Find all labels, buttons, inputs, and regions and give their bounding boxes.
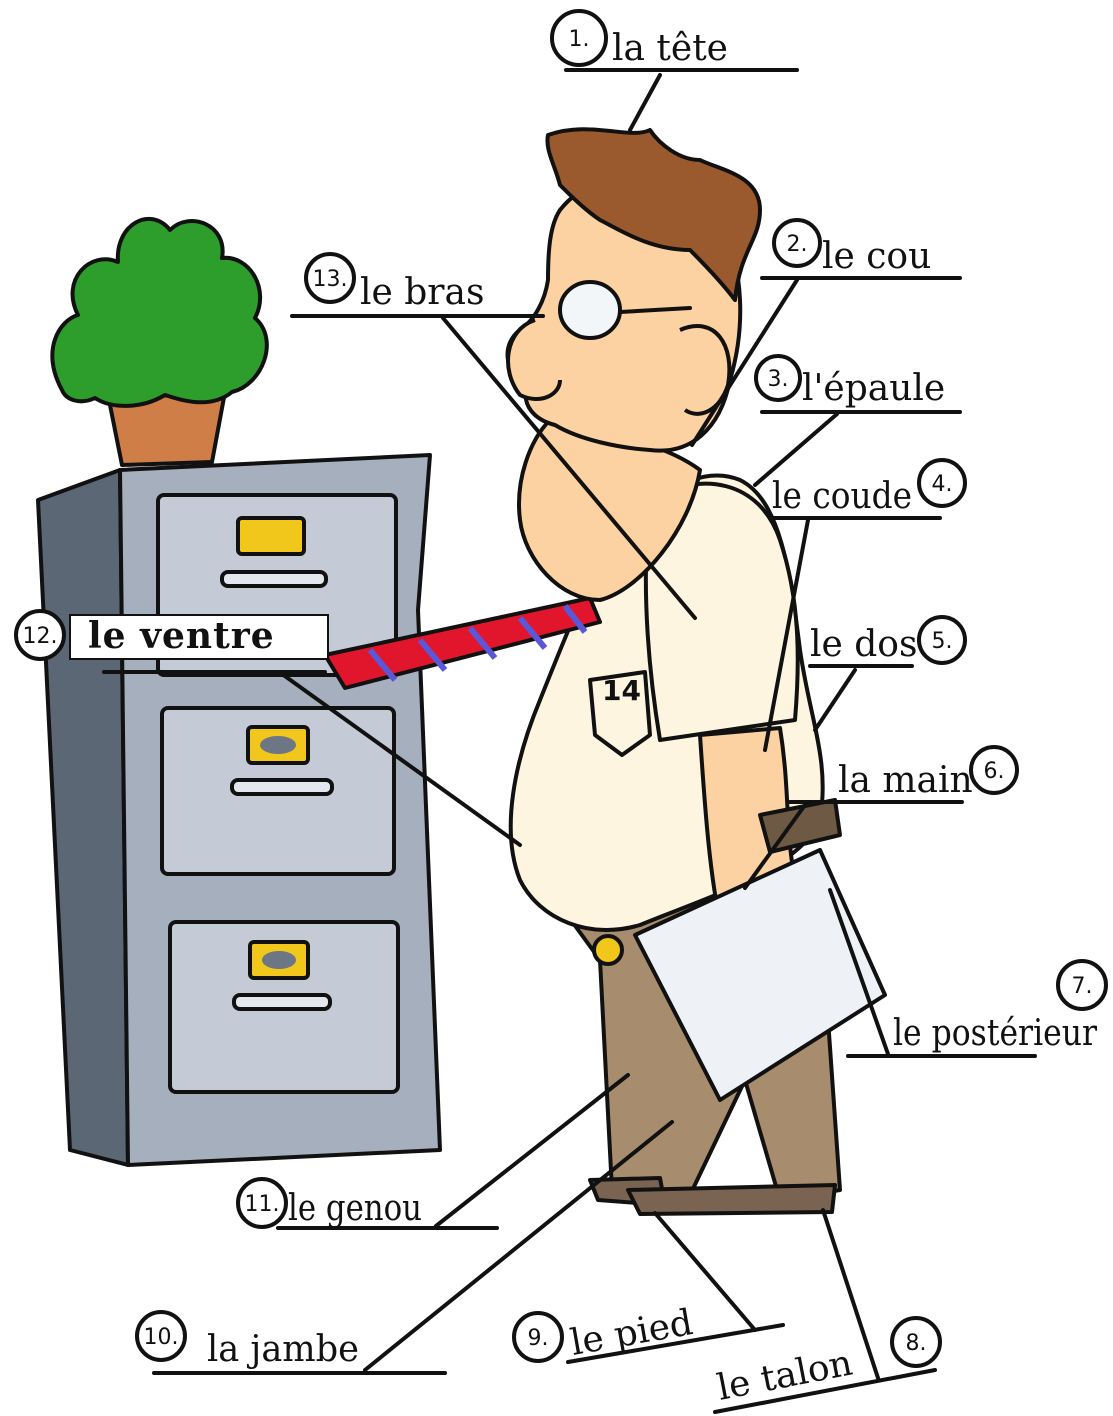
label-le-coude: le coude	[772, 476, 912, 517]
label-le-posterieur: le postérieur	[893, 1013, 1098, 1054]
marker-number-7: 7.	[1072, 974, 1093, 999]
shoe-back	[628, 1185, 835, 1214]
label-le-genou: le genou	[288, 1188, 422, 1229]
marker-number-5: 5.	[932, 629, 953, 654]
marker-number-6: 6.	[984, 759, 1005, 784]
marker-number-4: 4.	[932, 472, 953, 497]
marker-number-9: 9.	[528, 1326, 549, 1351]
cabinet-side	[38, 470, 128, 1165]
label-l-epaule: l'épaule	[802, 368, 945, 409]
marker-number-10: 10.	[144, 1325, 179, 1350]
marker-number-3: 3.	[768, 367, 789, 392]
marker-number-11: 11.	[245, 1192, 280, 1217]
belt-buckle	[594, 936, 622, 964]
label-le-bras: le bras	[360, 272, 484, 313]
drawer-2-label-slot	[260, 736, 296, 754]
drawer-3-handle	[234, 995, 330, 1009]
pocket-number: 14	[602, 674, 641, 707]
leader-11	[436, 1075, 628, 1226]
leader-5	[815, 670, 855, 730]
filing-cabinet	[38, 455, 440, 1165]
label-le-cou: le cou	[822, 236, 931, 277]
drawer-3-label-slot	[262, 951, 296, 969]
label-la-tete: la tête	[612, 28, 728, 69]
marker-number-13: 13.	[313, 267, 348, 292]
leader-1	[630, 75, 660, 130]
marker-number-1: 1.	[569, 27, 590, 52]
plant-foliage	[52, 219, 266, 406]
potted-plant	[52, 219, 266, 465]
marker-number-12: 12.	[23, 624, 58, 649]
label-la-jambe: la jambe	[207, 1329, 359, 1370]
marker-number-2: 2.	[787, 232, 808, 257]
drawer-1-label-holder	[238, 518, 304, 554]
leader-3	[755, 414, 837, 485]
drawer-1-handle	[222, 572, 326, 586]
label-le-dos: le dos	[810, 624, 917, 665]
drawer-2-handle	[232, 780, 332, 794]
label-la-main: la main	[838, 760, 973, 801]
label-le-ventre: le ventre	[88, 615, 275, 657]
marker-number-8: 8.	[906, 1331, 927, 1356]
label-le-pied: le pied	[567, 1302, 695, 1364]
glasses-lens	[560, 282, 620, 338]
